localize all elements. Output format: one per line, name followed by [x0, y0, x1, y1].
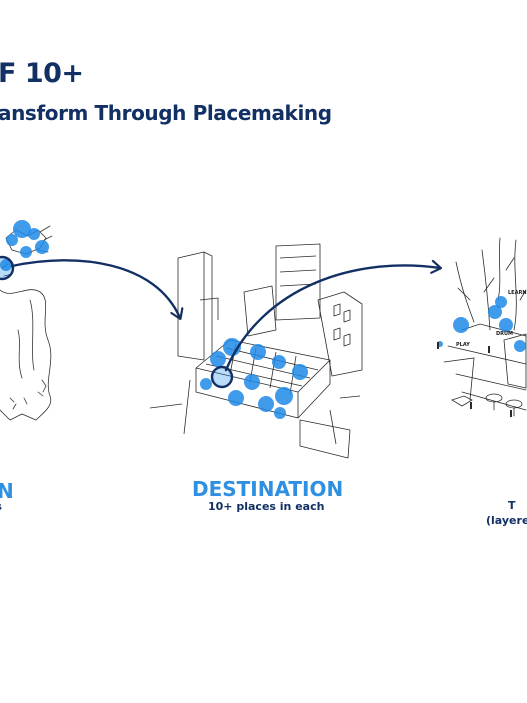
region-caption: ons — [0, 500, 2, 513]
destination-caption: 10+ places in each — [208, 500, 325, 513]
place-caption-top: T — [508, 499, 516, 512]
destination-heading: DESTINATION — [192, 477, 344, 501]
page-subtitle: ansform Through Placemaking — [0, 101, 332, 125]
place-people — [437, 342, 512, 417]
region-hotspots — [0, 220, 49, 271]
destination-hotspots — [200, 338, 308, 419]
sketch-label-learn: LEARN — [508, 290, 527, 296]
region-focus-ring — [0, 255, 15, 281]
destination-focus-ring — [210, 365, 234, 389]
sketch-label-drum: DRUM — [496, 331, 513, 337]
flow-arrow-destination-to-place — [224, 265, 440, 372]
sketch-label-play: PLAY — [456, 342, 470, 348]
place-caption: (layere — [486, 514, 527, 527]
flow-arrow-region-to-destination — [10, 259, 180, 318]
page-title: F 10+ — [0, 58, 84, 89]
region-heading: ON — [0, 479, 14, 503]
